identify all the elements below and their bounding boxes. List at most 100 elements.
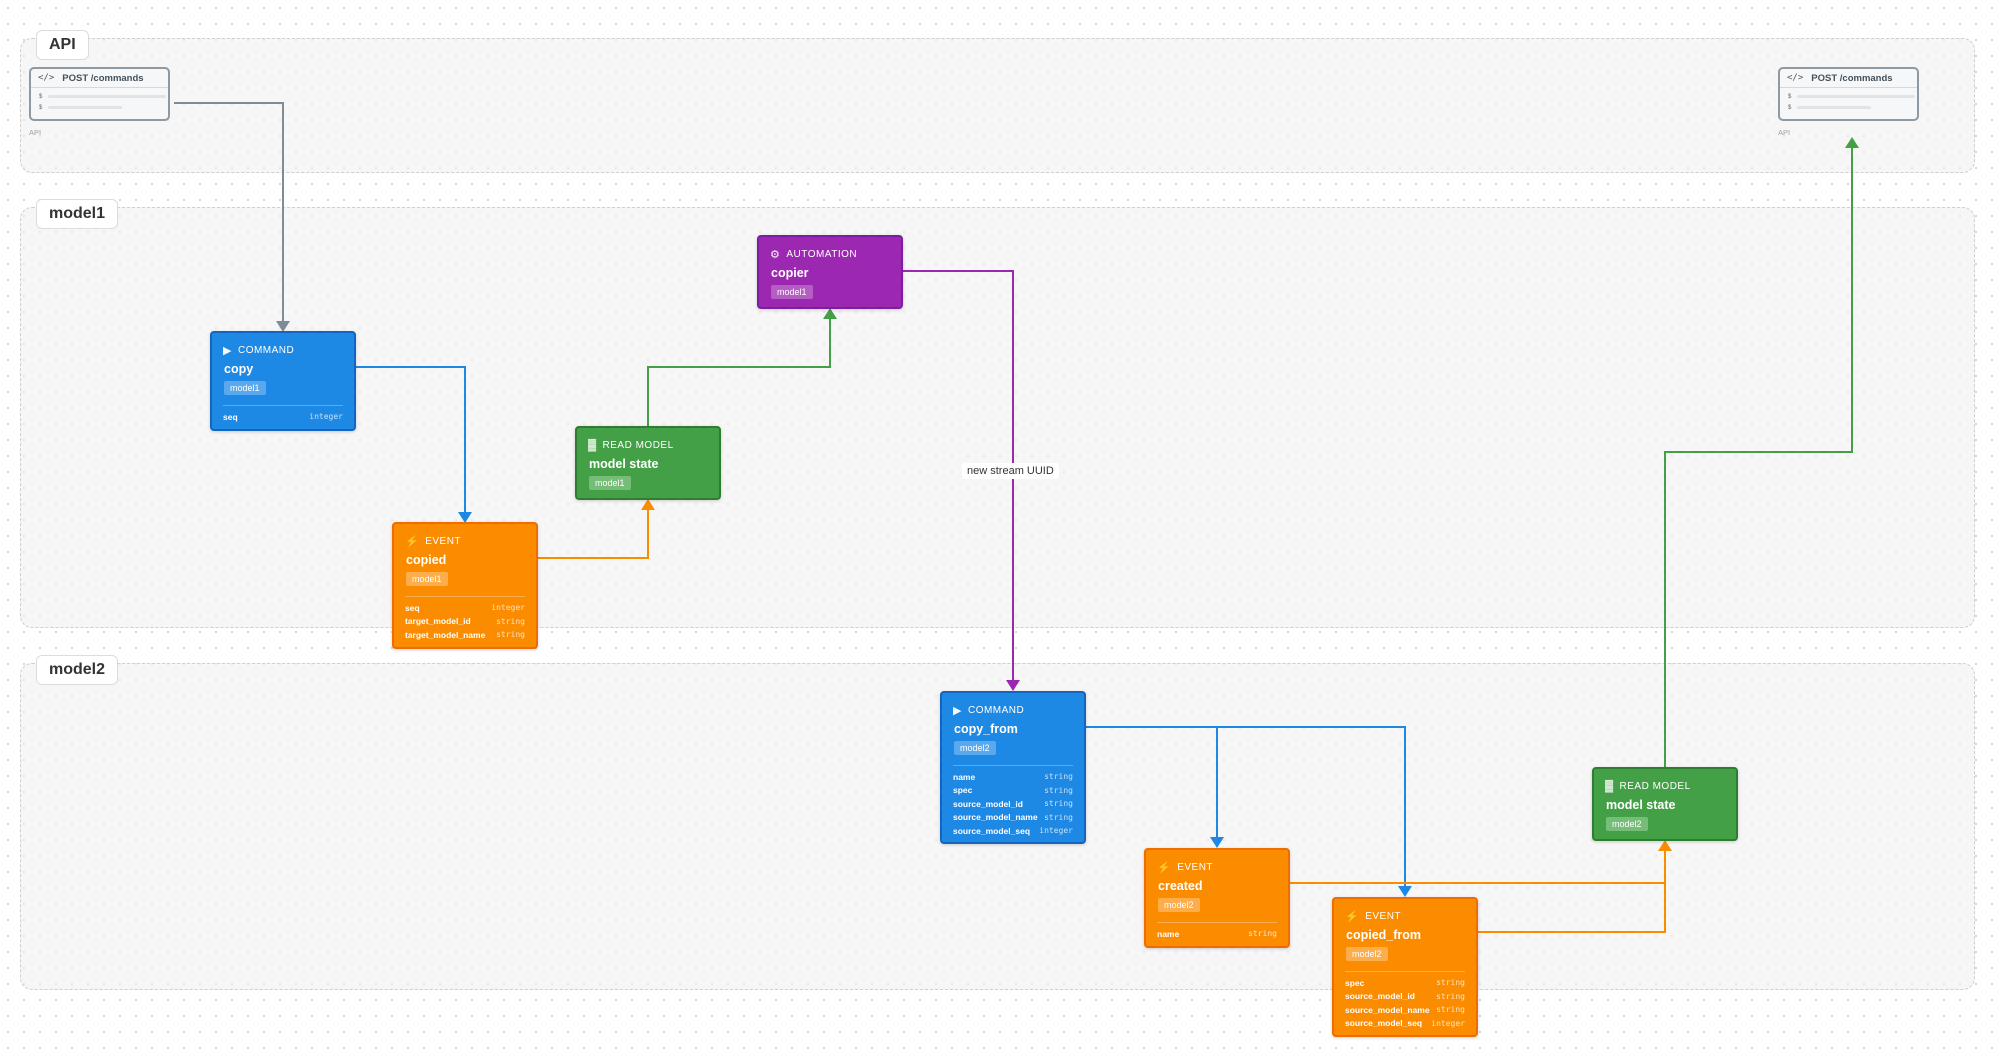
node-context-tag: model2	[954, 741, 996, 755]
field-type: string	[1436, 978, 1465, 988]
node-kind: AUTOMATION	[786, 248, 858, 260]
field-type: string	[1436, 1005, 1465, 1015]
node-kind: READ MODEL	[602, 439, 674, 451]
node-kind: READ MODEL	[1619, 780, 1691, 792]
field-row: source_model_seq integer	[942, 824, 1084, 838]
field-row: source_model_name string	[942, 811, 1084, 825]
field-divider	[223, 405, 343, 406]
node-name: copied_from	[1346, 928, 1422, 942]
field-name: spec	[1345, 977, 1365, 988]
node-context-tag: model2	[1346, 947, 1388, 961]
edge-copy-from-to-copied-from	[1086, 726, 1412, 897]
field-row: source_model_name string	[1334, 1003, 1476, 1017]
field-row: target_model_id string	[394, 615, 536, 629]
api-row-mark: $	[39, 104, 43, 111]
lane-api	[20, 38, 1975, 173]
field-type: integer	[309, 412, 343, 422]
node-kind: COMMAND	[237, 344, 295, 356]
field-type: string	[496, 616, 525, 626]
node-name: model state	[589, 457, 659, 471]
lane-label-api: API	[36, 30, 89, 60]
code-icon: </>	[1787, 73, 1804, 83]
api-row-mark: $	[1788, 93, 1792, 100]
field-type: string	[1436, 991, 1465, 1001]
field-name: source_model_name	[953, 812, 1038, 823]
node-context-tag: model2	[1158, 898, 1200, 912]
chart-icon: ▓	[588, 439, 597, 451]
lightning-icon: ⚡	[1157, 861, 1172, 874]
field-name: source_model_seq	[953, 825, 1031, 836]
field-type: integer	[1039, 826, 1073, 836]
node-context-tag: model1	[406, 572, 448, 586]
field-type: integer	[491, 603, 525, 613]
edge-model-state-1-to-copier	[647, 308, 837, 426]
read-model-model-state-1[interactable]: ▓ READ MODEL model state model1	[575, 426, 721, 500]
code-icon: </>	[38, 73, 55, 83]
field-row: seq integer	[212, 410, 354, 424]
edge-label-new-stream-uuid: new stream UUID	[962, 463, 1059, 479]
node-name: copied	[406, 553, 447, 567]
field-row: seq integer	[394, 601, 536, 615]
node-context-tag: model1	[224, 381, 266, 395]
field-name: source_model_name	[1345, 1004, 1430, 1015]
edge-model-state-2-to-api	[1664, 137, 1859, 767]
field-name: target_model_name	[405, 629, 486, 640]
chart-icon: ▓	[1605, 780, 1614, 792]
api-node-title: POST /commands	[62, 72, 144, 84]
field-divider	[1345, 971, 1465, 972]
api-row-mark: $	[1788, 104, 1792, 111]
field-name: name	[1157, 928, 1180, 939]
node-name: model state	[1606, 798, 1676, 812]
node-kind: EVENT	[1365, 910, 1402, 922]
edge-api-to-copy	[174, 102, 290, 332]
field-type: string	[1248, 929, 1277, 939]
api-node-post-commands-left[interactable]: </>POST /commands $ $	[29, 67, 170, 121]
field-type: string	[1044, 772, 1073, 782]
edge-copier-to-copy-from	[903, 270, 1020, 691]
field-divider	[1157, 922, 1277, 923]
edge-created-to-model-state-2	[1290, 840, 1672, 884]
field-divider	[405, 596, 525, 597]
field-type: string	[496, 630, 525, 640]
field-type: string	[1044, 812, 1073, 822]
node-context-tag: model2	[1606, 817, 1648, 831]
field-divider	[953, 765, 1073, 766]
lightning-icon: ⚡	[405, 535, 420, 548]
edge-copied-to-model-state-1	[538, 499, 655, 559]
field-row: target_model_name string	[394, 628, 536, 642]
api-node-subtitle: API	[1778, 128, 1791, 137]
api-node-post-commands-right[interactable]: </> POST /commands $ $	[1778, 67, 1919, 121]
read-model-model-state-2[interactable]: ▓ READ MODEL model state model2	[1592, 767, 1738, 841]
field-name: seq	[405, 602, 420, 613]
field-row: name string	[942, 770, 1084, 784]
play-icon: ▶	[953, 704, 962, 717]
field-name: source_model_id	[1345, 991, 1415, 1002]
field-name: name	[953, 771, 976, 782]
lightning-icon: ⚡	[1345, 910, 1360, 923]
node-name: created	[1158, 879, 1203, 893]
field-type: string	[1044, 799, 1073, 809]
edge-copied-from-to-model-state-2	[1478, 851, 1666, 933]
field-row: name string	[1146, 927, 1288, 941]
gear-icon: ⚙	[770, 248, 781, 261]
field-row: spec string	[1334, 976, 1476, 990]
play-icon: ▶	[223, 344, 232, 357]
field-name: target_model_id	[405, 616, 471, 627]
field-row: source_model_id string	[1334, 990, 1476, 1004]
api-node-title: POST /commands	[1811, 72, 1893, 84]
lane-label-model2: model2	[36, 655, 119, 685]
node-context-tag: model1	[589, 476, 631, 490]
field-name: seq	[223, 411, 238, 422]
node-name: copy_from	[954, 722, 1018, 736]
